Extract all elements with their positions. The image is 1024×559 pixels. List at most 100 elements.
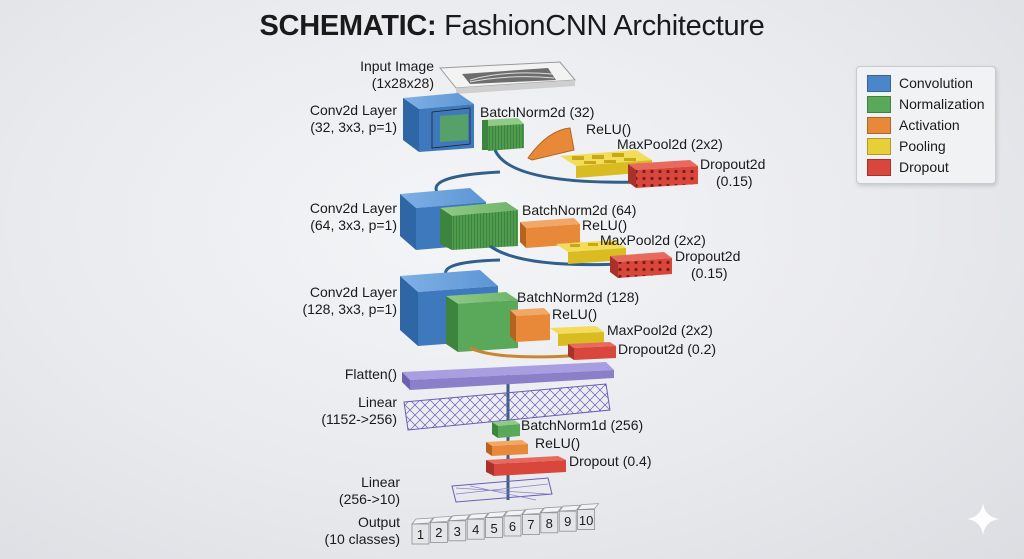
output-label: Output (10 classes)	[325, 514, 400, 548]
conv3-label-line1: Conv2d Layer	[309, 284, 397, 300]
bn2-label: BatchNorm2d (64)	[522, 202, 637, 218]
title-rest: FashionCNN Architecture	[436, 10, 765, 42]
output-cube	[540, 512, 559, 534]
output-cube-top	[429, 515, 453, 523]
maxpool1-label: MaxPool2d (2x2)	[617, 136, 723, 152]
linear1-label-line2: (1152->256)	[321, 411, 397, 427]
output-cube	[429, 522, 448, 543]
output-class-label: 3	[453, 523, 461, 539]
output-class-label: 6	[508, 519, 517, 534]
output-cube	[577, 509, 595, 531]
dropout-fc-label: Dropout (0.4)	[569, 453, 652, 469]
linear2-label-line1: Linear	[361, 474, 400, 490]
legend-label-dropout: Dropout	[899, 159, 949, 175]
conv1-label-line2: (32, 3x3, p=1)	[310, 119, 397, 135]
output-cube	[411, 523, 430, 545]
conv1-label: Conv2d Layer (32, 3x3, p=1)	[310, 102, 397, 136]
legend-swatch-dropout	[867, 158, 891, 176]
relu2-label: ReLU()	[582, 217, 628, 233]
flatten-slab	[402, 362, 614, 390]
legend-label-convolution: Convolution	[899, 75, 973, 91]
legend-label-normalization: Normalization	[899, 96, 985, 112]
output-cube-top	[411, 517, 434, 525]
output-class-label: 1	[416, 527, 425, 542]
legend-swatch-normalization	[867, 95, 891, 113]
relu3-label: ReLU()	[552, 306, 598, 322]
conv3-label-line2: (128, 3x3, p=1)	[302, 301, 397, 317]
conv2-label-line1: Conv2d Layer	[309, 200, 397, 216]
legend-swatch-pooling	[867, 137, 891, 155]
output-label-line1: Output	[357, 514, 400, 530]
block2-graphics	[400, 188, 672, 278]
relu1-label: ReLU()	[586, 121, 632, 137]
output-cube	[522, 514, 540, 535]
output-cube-top	[466, 512, 490, 520]
diagram-title: SCHEMATIC: FashionCNN Architecture	[0, 10, 1024, 43]
linear1-mesh	[403, 383, 611, 431]
dropout2-label: Dropout2d (0.15)	[675, 248, 740, 282]
sparkle-icon	[967, 503, 999, 535]
output-label-line2: (10 classes)	[324, 531, 400, 547]
dropout1-label-line1: Dropout2d	[700, 156, 766, 172]
output-cube-top	[576, 503, 600, 511]
legend: Convolution Normalization Activation Poo…	[856, 66, 996, 184]
dropout1-label: Dropout2d (0.15)	[700, 156, 765, 190]
legend-label-pooling: Pooling	[899, 138, 946, 154]
fc-layers	[486, 420, 566, 476]
conv1-label-line1: Conv2d Layer	[309, 102, 397, 118]
output-cube	[558, 510, 577, 532]
output-cube-top	[521, 507, 545, 515]
dropout3-label: Dropout2d (0.2)	[618, 341, 717, 357]
linear1-label-line1: Linear	[358, 394, 397, 410]
linear1-label: Linear (1152->256)	[321, 394, 397, 428]
maxpool2-label: MaxPool2d (2x2)	[600, 232, 706, 248]
legend-swatch-activation	[867, 116, 891, 134]
bn3-label: BatchNorm2d (128)	[517, 289, 640, 305]
output-cube-top	[558, 504, 582, 512]
legend-item-normalization: Normalization	[867, 95, 985, 113]
output-class-label: 7	[527, 517, 535, 533]
input-label-line2: (1x28x28)	[371, 75, 434, 91]
input-label-line1: Input Image	[360, 58, 434, 74]
input-label: Input Image (1x28x28)	[360, 58, 434, 92]
legend-swatch-convolution	[867, 74, 891, 92]
legend-item-pooling: Pooling	[867, 137, 946, 155]
linear2-box	[451, 477, 553, 503]
bn1d-label: BatchNorm1d (256)	[521, 417, 644, 433]
conv2-label-line2: (64, 3x3, p=1)	[310, 217, 397, 233]
output-class-label: 10	[578, 512, 594, 528]
output-cube-top	[503, 509, 526, 517]
conv3-label: Conv2d Layer (128, 3x3, p=1)	[302, 284, 397, 318]
block3-graphics	[400, 270, 616, 360]
maxpool3-label: MaxPool2d (2x2)	[607, 322, 713, 338]
linear2-label-line2: (256->10)	[338, 491, 400, 507]
output-class-label: 5	[490, 520, 498, 536]
output-cube	[485, 517, 504, 538]
flatten-label: Flatten()	[344, 366, 397, 382]
dropout2-label-line1: Dropout2d	[675, 248, 741, 264]
linear2-label: Linear (256->10)	[339, 474, 400, 508]
legend-label-activation: Activation	[899, 117, 960, 133]
block1-graphics	[403, 93, 698, 188]
bn1-label: BatchNorm2d (32)	[480, 104, 595, 120]
title-bold: SCHEMATIC:	[259, 10, 437, 42]
output-cube-top	[484, 511, 508, 519]
output-cube-top	[447, 514, 471, 522]
legend-item-dropout: Dropout	[867, 158, 949, 176]
output-class-label: 4	[472, 522, 480, 538]
input-image-plate	[438, 61, 577, 94]
output-class-label: 2	[435, 525, 443, 541]
dropout2-label-line2: (0.15)	[691, 265, 728, 281]
output-cube	[448, 520, 467, 542]
output-class-label: 8	[545, 515, 553, 531]
output-cube	[503, 515, 522, 537]
legend-item-convolution: Convolution	[867, 74, 973, 92]
output-cube-top	[539, 506, 563, 514]
legend-item-activation: Activation	[867, 116, 960, 134]
conv2-label: Conv2d Layer (64, 3x3, p=1)	[310, 200, 397, 234]
relu-fc-label: ReLU()	[535, 435, 581, 451]
output-class-label: 9	[564, 514, 572, 530]
dropout1-label-line2: (0.15)	[716, 173, 753, 189]
output-cubes	[411, 503, 600, 545]
